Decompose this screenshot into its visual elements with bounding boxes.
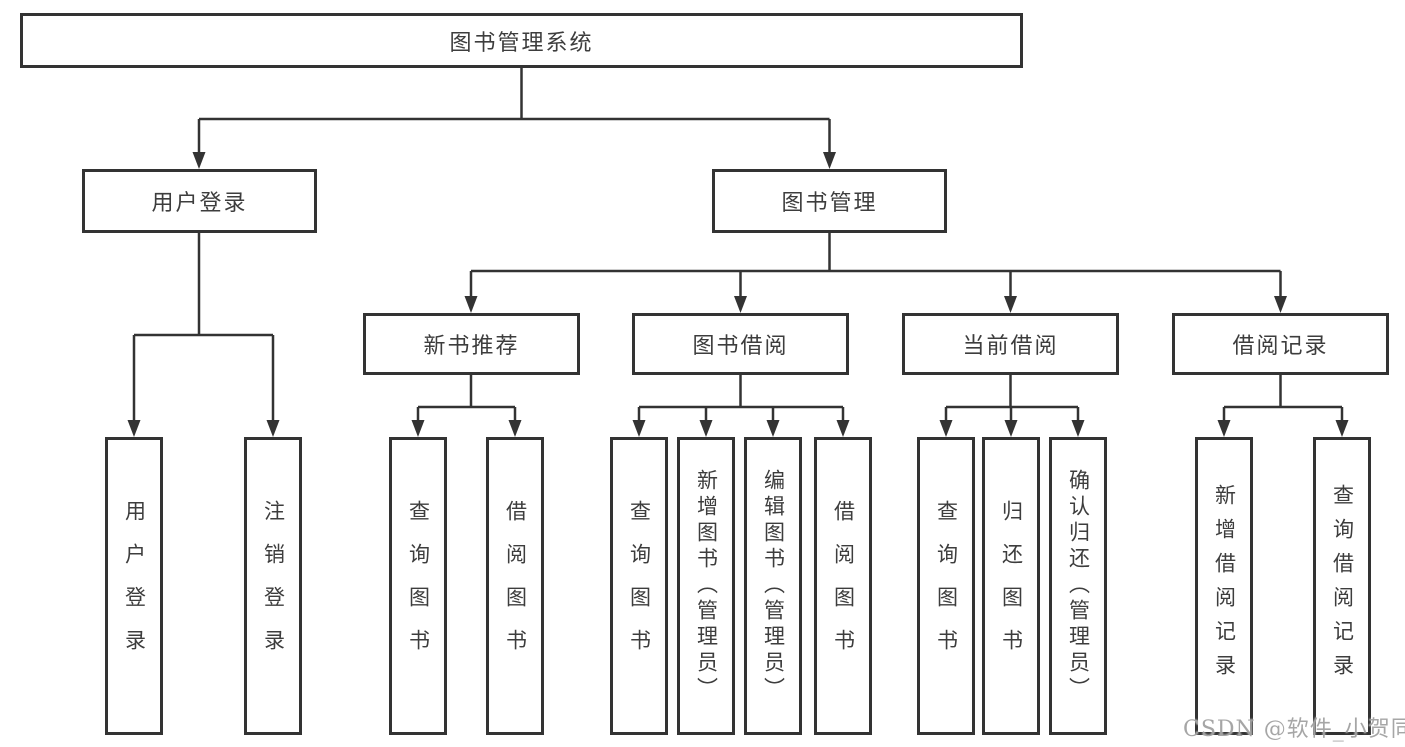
node-book-management: 图书管理 <box>712 169 947 233</box>
leaf-add-borrow-record-label: 新增借阅记录 <box>1212 484 1237 688</box>
leaf-query-borrow-record: 查询借阅记录 <box>1313 437 1371 735</box>
leaf-query-book-2-label: 查询图书 <box>627 500 652 672</box>
csdn-watermark: CSDN @软件_小贺同学 <box>1183 717 1405 742</box>
leaf-borrow-book-1: 借阅图书 <box>486 437 544 735</box>
leaf-query-borrow-record-label: 查询借阅记录 <box>1330 484 1355 688</box>
leaf-user-login-label: 用户登录 <box>122 500 147 672</box>
leaf-borrow-book-1-label: 借阅图书 <box>503 500 528 672</box>
leaf-query-book-3-label: 查询图书 <box>934 500 959 672</box>
leaf-edit-book-admin: 编辑图书（管理员） <box>744 437 802 735</box>
leaf-logout: 注销登录 <box>244 437 302 735</box>
node-root: 图书管理系统 <box>20 13 1023 68</box>
leaf-query-book-3: 查询图书 <box>917 437 975 735</box>
leaf-query-book-2: 查询图书 <box>610 437 668 735</box>
node-current-borrow: 当前借阅 <box>902 313 1119 375</box>
leaf-confirm-return-admin: 确认归还（管理员） <box>1049 437 1107 735</box>
leaf-user-login: 用户登录 <box>105 437 163 735</box>
leaf-add-borrow-record: 新增借阅记录 <box>1195 437 1253 735</box>
leaf-logout-label: 注销登录 <box>261 500 286 672</box>
leaf-query-book-1-label: 查询图书 <box>406 500 431 672</box>
leaf-add-book-admin-label: 新增图书（管理员） <box>694 469 719 703</box>
node-book-borrow: 图书借阅 <box>632 313 849 375</box>
leaf-add-book-admin: 新增图书（管理员） <box>677 437 735 735</box>
leaf-borrow-book-2: 借阅图书 <box>814 437 872 735</box>
leaf-return-book-label: 归还图书 <box>999 500 1024 672</box>
node-borrow-record: 借阅记录 <box>1172 313 1389 375</box>
leaf-edit-book-admin-label: 编辑图书（管理员） <box>761 469 786 703</box>
leaf-return-book: 归还图书 <box>982 437 1040 735</box>
leaf-query-book-1: 查询图书 <box>389 437 447 735</box>
leaf-confirm-return-admin-label: 确认归还（管理员） <box>1066 469 1091 703</box>
node-user-login: 用户登录 <box>82 169 317 233</box>
leaf-borrow-book-2-label: 借阅图书 <box>831 500 856 672</box>
node-new-book-recommend: 新书推荐 <box>363 313 580 375</box>
